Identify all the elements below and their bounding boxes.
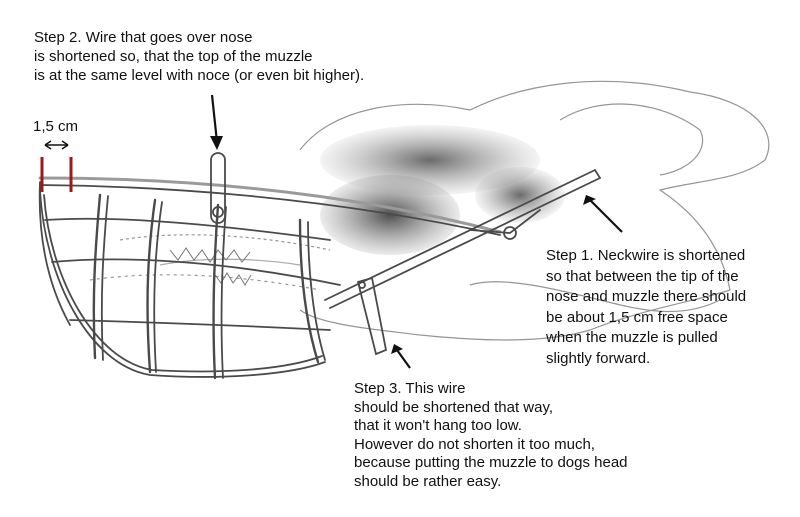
measurement-marker [40, 140, 73, 192]
step3-line: Step 3. This wire [354, 380, 466, 397]
step2-note: Step 2. Wire that goes over nose is shor… [34, 28, 364, 85]
dog-brow-shading [475, 167, 565, 223]
low-wire [356, 276, 388, 356]
step3-note: Step 3. This wire should be shortened th… [354, 380, 628, 491]
step3-line: However do not shorten it too much, [354, 435, 595, 453]
muzzle-bottom-rim [39, 189, 326, 378]
step1-line: Step 1. Neckwire is shortened [546, 247, 746, 264]
step3-arrow [391, 344, 411, 369]
step2-arrow [210, 94, 223, 150]
step1-line: nose and muzzle there should [546, 288, 747, 305]
nose-wire [210, 152, 226, 224]
dog-teeth-sketch [169, 247, 252, 286]
step1-line: slightly forward. [546, 349, 651, 367]
muzzle-cage [38, 176, 502, 380]
step3-line: that it won't hang too low. [354, 417, 522, 434]
step3-line: should be shortened that way, [354, 398, 554, 416]
step3-line: because putting the muzzle to dogs head [354, 454, 628, 471]
step3-line: should be rather easy. [354, 472, 502, 490]
muzzle-top-rim [38, 176, 502, 234]
step1-arrow [583, 195, 623, 233]
measurement-label: 1,5 cm [33, 118, 79, 135]
step1-note: Step 1. Neckwire is shortened so that be… [546, 246, 746, 369]
step1-line: be about 1,5 cm free space [546, 308, 728, 326]
step1-line: so that between the tip of the [546, 267, 739, 285]
step2-line: is at the same level with noce (or even … [34, 67, 365, 84]
callout-arrows [210, 94, 623, 369]
step2-line: Step 2. Wire that goes over nose [34, 29, 253, 46]
dog-eye-shading [320, 175, 460, 255]
step1-line: when the muzzle is pulled [546, 329, 718, 346]
step2-line: is shortened so, that the top of the muz… [34, 48, 313, 65]
